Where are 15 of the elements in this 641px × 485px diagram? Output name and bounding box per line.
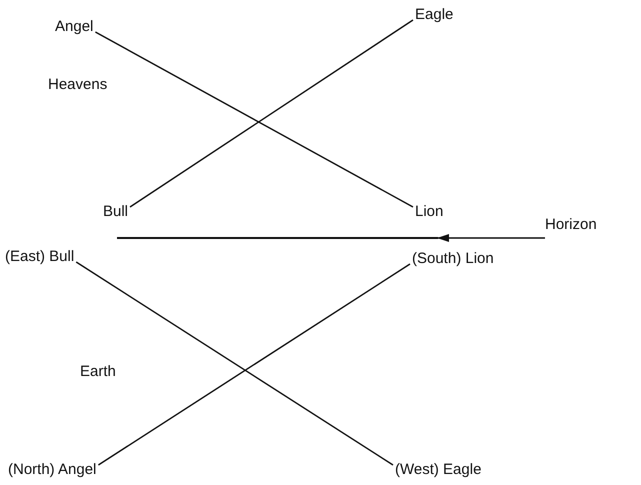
- node-label: Angel: [55, 18, 94, 36]
- node-label: Bull: [103, 203, 128, 221]
- pointer-label: Horizon: [545, 216, 597, 234]
- node-label: (North) Angel: [8, 461, 96, 479]
- region-label: Heavens: [48, 76, 108, 94]
- node-label: Eagle: [415, 6, 454, 24]
- horizon-line: [117, 237, 438, 239]
- region-label: Earth: [80, 363, 116, 381]
- node-label: (South) Lion: [412, 250, 494, 268]
- connector-line: [95, 31, 414, 208]
- node-label: (West) Eagle: [395, 461, 482, 479]
- node-label: (East) Bull: [5, 248, 74, 266]
- connector-line: [130, 19, 414, 208]
- arrow: [437, 234, 545, 242]
- node-label: Lion: [415, 203, 444, 221]
